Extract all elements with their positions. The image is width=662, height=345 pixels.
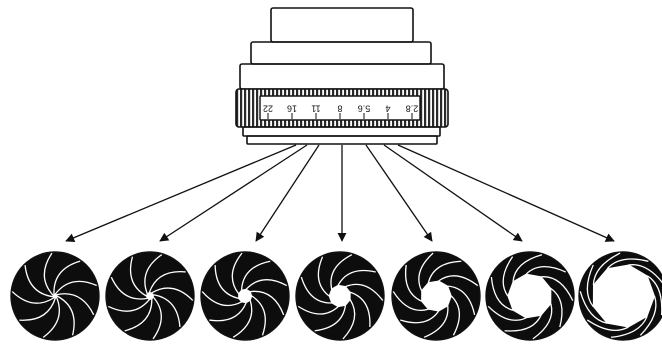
- lens-lower-barrel: [239, 63, 445, 90]
- aperture-scale-label: 5.6: [358, 104, 371, 114]
- diaphragm-blade-edge: [447, 285, 476, 316]
- diaphragm-blade-edge: [418, 252, 434, 291]
- diaphragm-blade-edge: [53, 260, 81, 295]
- diaphragm-blade-edge: [532, 303, 553, 340]
- diaphragm-opening: [52, 293, 58, 299]
- diaphragm-blade-edge: [250, 290, 285, 316]
- diaphragm-blade-edge: [337, 269, 376, 286]
- diaphragm-blade-edge: [586, 319, 629, 331]
- aperture-scale-label: 4: [385, 104, 390, 114]
- diaphragm-blade-edge: [392, 291, 429, 311]
- lens-illustration: 2.8 4 5.6 8 11 16 22: [235, 7, 449, 145]
- diaphragm-stop-22: [10, 251, 100, 341]
- diaphragm-blade-edge: [24, 265, 54, 298]
- diaphragm-opening: [507, 273, 552, 319]
- diaphragm-blade-edge: [342, 299, 356, 340]
- diaphragm-blade-edge: [56, 295, 75, 336]
- diaphragm-blade-edge: [423, 305, 449, 338]
- diaphragm-blade-edge: [639, 295, 657, 336]
- diaphragm-blade-edge: [11, 291, 55, 304]
- diaphragm-blade-edge: [427, 260, 462, 283]
- lens-middle-barrel: [250, 41, 432, 65]
- aperture-scale-label: 16: [287, 104, 297, 114]
- diaphragm-stop-5-6: [391, 251, 481, 341]
- diaphragm-blade-edge: [42, 297, 60, 338]
- lens-mount-base: [246, 135, 438, 145]
- diaphragm-blade-edge: [345, 283, 384, 301]
- diaphragm-blade-edge: [108, 299, 150, 312]
- diaphragm-blade-edge: [232, 300, 253, 338]
- diaphragm-blade-edge: [400, 310, 440, 324]
- diaphragm-blade-edge: [231, 252, 243, 295]
- diaphragm-blade-edge: [251, 295, 266, 336]
- aperture-scale-label: 11: [311, 104, 320, 114]
- aperture-scale-label: 22: [263, 104, 273, 114]
- diaphragm-blade-edge: [487, 305, 527, 321]
- aperture-scale-band: [259, 95, 421, 121]
- diaphragm-blade-edge: [579, 291, 608, 324]
- aperture-scale-label: 8: [337, 104, 342, 114]
- diaphragm-opening: [145, 291, 154, 301]
- diaphragm-blade-edge: [550, 287, 563, 328]
- diaphragm-blade-edge: [502, 256, 514, 297]
- arrow-to-stop-22: [65, 144, 297, 243]
- diaphragm-blade-edge: [504, 315, 542, 332]
- diaphragm-blade-edge: [317, 256, 330, 297]
- diaphragm-blade-edge: [201, 291, 242, 307]
- arrow-to-stop-11: [255, 144, 320, 242]
- diaphragm-stop-16: [105, 251, 195, 341]
- arrow-to-stop-5-6: [365, 144, 433, 242]
- diaphragm-blade-edge: [245, 279, 288, 290]
- diaphragm-blade-edge: [606, 258, 649, 270]
- diaphragm-blade-edge: [110, 276, 148, 300]
- arrow-to-stop-16: [159, 144, 308, 242]
- arrow-to-stop-2-8: [397, 144, 615, 242]
- diaphragm-stop-2-8: [578, 251, 662, 341]
- diaphragm-blade-edge: [240, 260, 271, 291]
- diaphragm-blade-edge: [490, 276, 514, 311]
- diaphragm-blade-edge: [124, 299, 153, 332]
- diaphragm-blade-edge: [43, 252, 54, 296]
- diaphragm-blade-edge: [404, 264, 422, 302]
- diaphragm-stop-8: [295, 251, 385, 341]
- diaphragm-blade-edge: [151, 287, 194, 301]
- diaphragm-blade-edge: [314, 305, 347, 332]
- diaphragm-blade-edge: [330, 254, 353, 290]
- diaphragm-stop-4: [485, 251, 575, 341]
- aperture-scale-ticks: 2.8 4 5.6 8 11 16 22: [263, 104, 418, 119]
- diaphragm-blade-edge: [297, 305, 339, 315]
- diaphragm-blade-edge: [525, 266, 566, 275]
- diaphragm-opening: [328, 284, 351, 308]
- diaphragm-blade-edge: [56, 293, 95, 316]
- diaphragm-blade-edge: [610, 316, 648, 338]
- diaphragm-blade-edge: [153, 294, 181, 327]
- diaphragm-blade-edge: [438, 275, 479, 287]
- diaphragm-blade-edge: [512, 254, 543, 282]
- diaphragm-row: [10, 251, 662, 341]
- lens-top-barrel: [270, 7, 414, 43]
- diaphragm-opening: [421, 280, 452, 312]
- diaphragm-blade-edge: [54, 280, 97, 295]
- diaphragm-blade-edge: [152, 296, 162, 340]
- diaphragm-blade-edge: [450, 295, 460, 336]
- lens-mount-flange: [242, 126, 441, 137]
- diaphragm-blade-edge: [586, 264, 594, 308]
- aperture-scale-label: 2.8: [406, 104, 419, 114]
- diaphragm-blade-edge: [300, 276, 332, 304]
- diaphragm-blade-edge: [148, 271, 186, 293]
- diaphragm-blade-edge: [129, 256, 147, 297]
- diaphragm-stop-11: [200, 251, 290, 341]
- diaphragm-opening: [592, 264, 655, 328]
- diaphragm-blade-edge: [214, 265, 239, 299]
- diaphragm-blade-edge: [209, 302, 247, 322]
- aperture-arrows: [65, 144, 615, 243]
- diaphragm-blade-edge: [541, 276, 574, 301]
- diaphragm-blade-edge: [350, 291, 371, 327]
- diaphragm-blade-edge: [592, 252, 621, 286]
- arrow-to-stop-4: [383, 144, 523, 242]
- diaphragm-opening: [238, 288, 253, 304]
- diaphragm-blade-edge: [144, 254, 163, 294]
- diaphragm-blade-edge: [19, 297, 56, 321]
